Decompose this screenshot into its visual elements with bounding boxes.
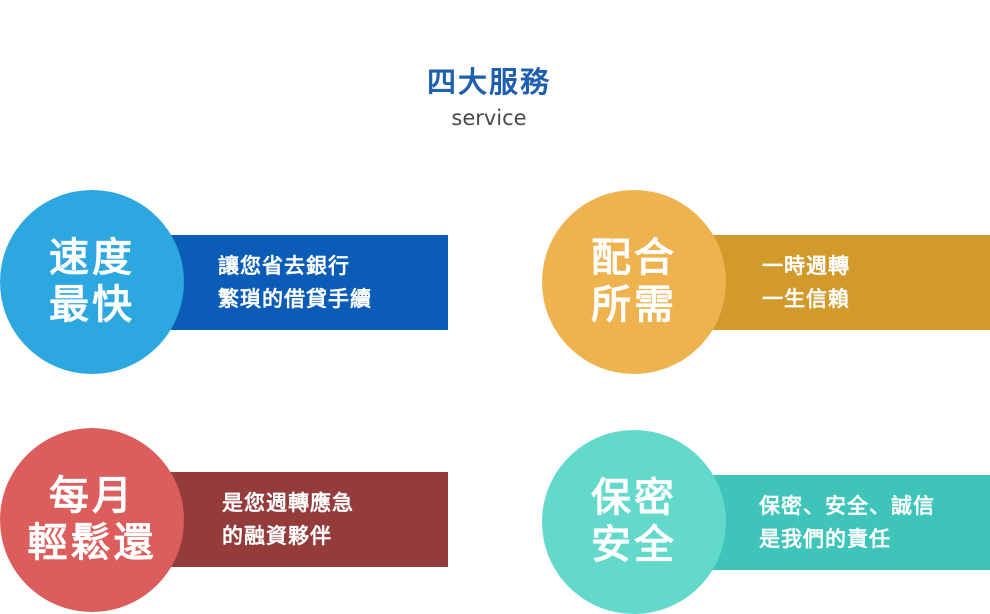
service-title-line: 所需: [591, 282, 677, 328]
service-title-circle: 保密 安全: [542, 430, 726, 614]
service-title-line: 安全: [591, 522, 677, 568]
service-title-circle: 配合 所需: [542, 190, 726, 374]
service-title-line: 每月: [49, 473, 135, 519]
service-description-bar: 讓您省去銀行 繁瑣的借貸手續: [140, 235, 448, 330]
service-title-line: 配合: [591, 235, 677, 281]
service-title-circle: 速度 最快: [0, 190, 184, 374]
section-subtitle: service: [451, 106, 527, 130]
service-title-line: 保密: [591, 475, 677, 521]
service-description-line: 是我們的責任: [759, 526, 891, 551]
service-description-bar: 保密、安全、誠信 是我們的責任: [680, 475, 990, 570]
service-description-line: 是您週轉應急: [222, 490, 354, 515]
service-description-line: 繁瑣的借貸手續: [218, 286, 372, 311]
service-title-line: 速度: [49, 235, 135, 281]
service-description-line: 保密、安全、誠信: [759, 493, 935, 518]
section-header: 四大服務 service: [0, 62, 978, 132]
service-description-line: 一時週轉: [762, 253, 850, 278]
service-title-circle: 每月 輕鬆還: [0, 428, 184, 612]
service-title-line: 最快: [49, 282, 135, 328]
section-title: 四大服務: [426, 65, 551, 99]
service-title-line: 輕鬆還: [27, 520, 157, 566]
service-description-bar: 是您週轉應急 的融資夥伴: [140, 472, 448, 567]
service-description-line: 一生信賴: [762, 286, 850, 311]
service-description-bar: 一時週轉 一生信賴: [680, 235, 990, 330]
service-description-line: 的融資夥伴: [222, 523, 332, 548]
service-description-line: 讓您省去銀行: [218, 253, 350, 278]
